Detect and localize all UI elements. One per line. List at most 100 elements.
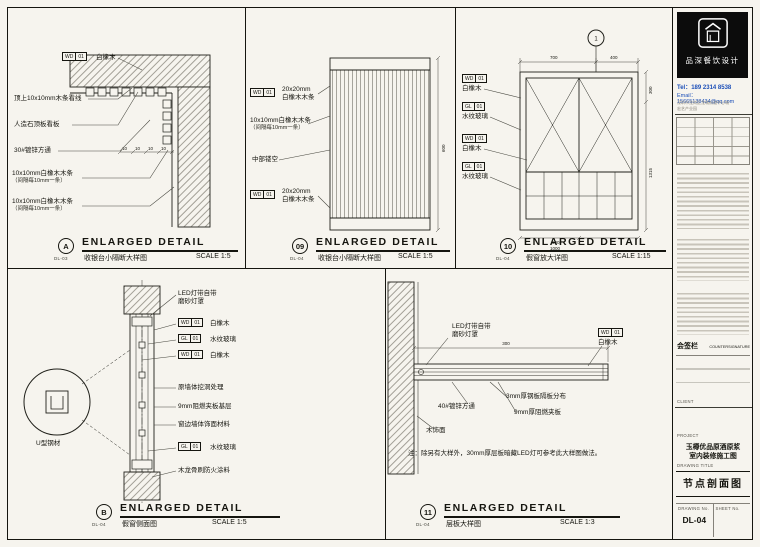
label-wall-opening: 原墙体挖洞处理 (178, 384, 224, 391)
panel-11-subtitle: 层板大样图 (446, 521, 481, 528)
label-wood-veneer: 木饰面 (426, 427, 446, 434)
label-hollow-middle: 中部镂空 (252, 156, 278, 163)
label-plywood-9mm: 9mm厚阻燃夹板 (514, 409, 561, 416)
detail-ref-a: DL-03 (54, 256, 68, 261)
divider-line (675, 407, 752, 408)
panel-09-leaders (278, 85, 331, 209)
divider-line (675, 114, 752, 115)
panel-11-scale: SCALE 1:3 (560, 519, 595, 526)
dim-10-top2: 400 (610, 55, 618, 60)
project-name-line1: 玉樽优品原酒原浆 (685, 444, 741, 451)
label-oak-strip-note: （间隔每10mm一条） (250, 125, 304, 131)
label-oak-strip: 10x10mm白橡木木条 (250, 117, 312, 124)
panel-09-subtitle: 收银台小隔断大样图 (318, 255, 381, 262)
brand-logo-icon (697, 18, 728, 48)
detail-ref-10: DL-04 (496, 256, 510, 261)
dim-10-right2: 1315 (648, 167, 653, 178)
email-address: Email：15665138434@qq.com (677, 93, 735, 105)
label-steel-plate: 3mm厚钢板隔板分布 (506, 393, 566, 400)
detail-bubble-09: 09 (292, 238, 308, 254)
label-galvanized-tube: 30#镀锌方通 (14, 147, 51, 154)
panel-11-leaders (416, 337, 603, 430)
tag-number: 01 (474, 102, 486, 111)
dim-10-bottom2: 1000 (550, 246, 561, 251)
label-led-cover: 磨砂灯罩 (452, 331, 478, 338)
dim-10-right1: 300 (648, 86, 653, 94)
sheet-number-row: DRAWING No. DL-04 SHEET No. (676, 503, 750, 537)
fine-print-block (677, 173, 749, 229)
tag-number: 01 (190, 334, 202, 343)
tag-code: WD (250, 190, 265, 199)
panel-09-art (329, 55, 441, 233)
label-led-strip: LED灯带自带 (178, 290, 217, 297)
panel-10-scale: SCALE 1:15 (612, 253, 651, 260)
divider-horizontal (7, 268, 672, 270)
tag-number: 01 (474, 162, 486, 171)
label-led-cover: 磨砂灯罩 (178, 298, 204, 305)
tag-number: 01 (612, 328, 623, 337)
panel-11-title: ENLARGED DETAIL (444, 502, 567, 514)
panel-a-scale: SCALE 1:5 (196, 253, 231, 260)
fine-print-block (677, 293, 749, 335)
fine-print-block (677, 239, 749, 281)
panel-10-title: ENLARGED DETAIL (524, 236, 647, 248)
label-oak-strip-2-note: （间隔每10mm一条） (12, 206, 66, 212)
tag-number: 01 (476, 134, 487, 143)
panel-b-leaders (141, 294, 177, 478)
tag-number: 01 (192, 350, 203, 359)
panel-10-art (517, 29, 649, 241)
tag-code: WD (598, 328, 613, 337)
label-20x20: 20x20mm (282, 86, 311, 93)
drawing-title-label: DRAWING TITLE (677, 463, 714, 468)
signature-rows (676, 355, 750, 395)
dim-a-1: 10 (122, 146, 128, 151)
panel-b-title-rule (120, 516, 280, 518)
countersign-label-cn: 会签栏 (677, 343, 698, 350)
tag-code: WD (250, 88, 265, 97)
phone-number: Tel：189 2314 8538 (677, 85, 732, 91)
label-white-oak: 白橡木 (210, 320, 230, 327)
panel-a-subtitle: 收银台小隔断大样图 (84, 255, 147, 262)
countersignature-row: 会签栏 COUNTERSIGNATURE (677, 341, 750, 351)
sheet-number-label: SHEET No. (715, 506, 740, 511)
brand-logo-box: 品深餐饮设计 (677, 12, 748, 78)
label-white-oak: 白橡木 (96, 54, 116, 61)
revision-table (676, 117, 750, 165)
label-oak-strip-1-note: （间隔每10mm一条） (12, 178, 66, 184)
project-name-line2: 室内装修施工图 (689, 453, 737, 460)
tag-number: 01 (192, 318, 203, 327)
panel-a-leaders (58, 57, 175, 207)
dim-09-height: 600 (441, 144, 446, 152)
tag-code: GL (178, 442, 191, 451)
panel-11-title-rule (444, 516, 620, 518)
tag-code: GL (462, 162, 475, 171)
drawing-number-cell: DRAWING No. DL-04 (676, 504, 713, 537)
panel-a-title: ENLARGED DETAIL (82, 236, 205, 248)
drawing-number: DL-04 (682, 515, 707, 525)
dim-10-top1: 700 (550, 55, 558, 60)
sheet-border (7, 7, 753, 540)
company-address-line2: 宏艺产业园 (677, 106, 697, 111)
label-led-strip: LED灯带自带 (452, 323, 491, 330)
label-white-oak: 白橡木 (462, 85, 482, 92)
tag-code: GL (178, 334, 191, 343)
panel-b-art (23, 280, 161, 503)
panel-10-title-rule (524, 250, 666, 252)
label-wood-keel: 木龙骨刷防火涂料 (178, 467, 230, 474)
panel-09-title-rule (316, 250, 450, 252)
tag-number: 01 (264, 190, 275, 199)
label-20x20-bottom: 20x20mm (282, 188, 311, 195)
detail-ref-b: DL-04 (92, 522, 106, 527)
tag-code: WD (62, 52, 77, 61)
tag-code: WD (462, 74, 477, 83)
label-water-glass: 水纹玻璃 (462, 173, 488, 180)
